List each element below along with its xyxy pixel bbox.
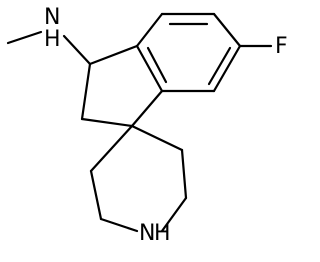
bond-pip-3 [99,217,139,233]
bond-aromatic-3 [212,12,242,48]
bond-aromatic-6 [135,44,164,93]
piperidine-h-label: H [154,221,171,246]
bond-spiro-aromatic [130,89,164,128]
bond-n-chiral-carbon [62,34,92,66]
molecule-svg: N H F N H [6,5,288,246]
aromatic-inner-line-left [146,46,168,84]
methylamine-h-label: H [44,27,61,52]
bond-c2-spiro [80,117,134,128]
fluorine-label: F [275,34,288,59]
bond-pip-5 [180,148,188,200]
bond-pip-2 [89,169,103,221]
bond-c1-c2 [80,62,92,121]
bond-methyl-n [6,30,43,45]
piperidine-n-label: N [139,221,155,246]
bond-pip-1 [89,124,134,173]
aromatic-inner-line-right [207,46,232,86]
bond-aromatic-4 [212,44,242,93]
methylamine-n-label: N [44,5,60,30]
bond-pip-4 [160,196,188,233]
bond-pip-6 [130,124,184,152]
chemical-structure-diagram: N H F N H [6,5,288,246]
bond-c1-aromatic [88,44,139,66]
bond-aromatic-1 [135,12,164,48]
